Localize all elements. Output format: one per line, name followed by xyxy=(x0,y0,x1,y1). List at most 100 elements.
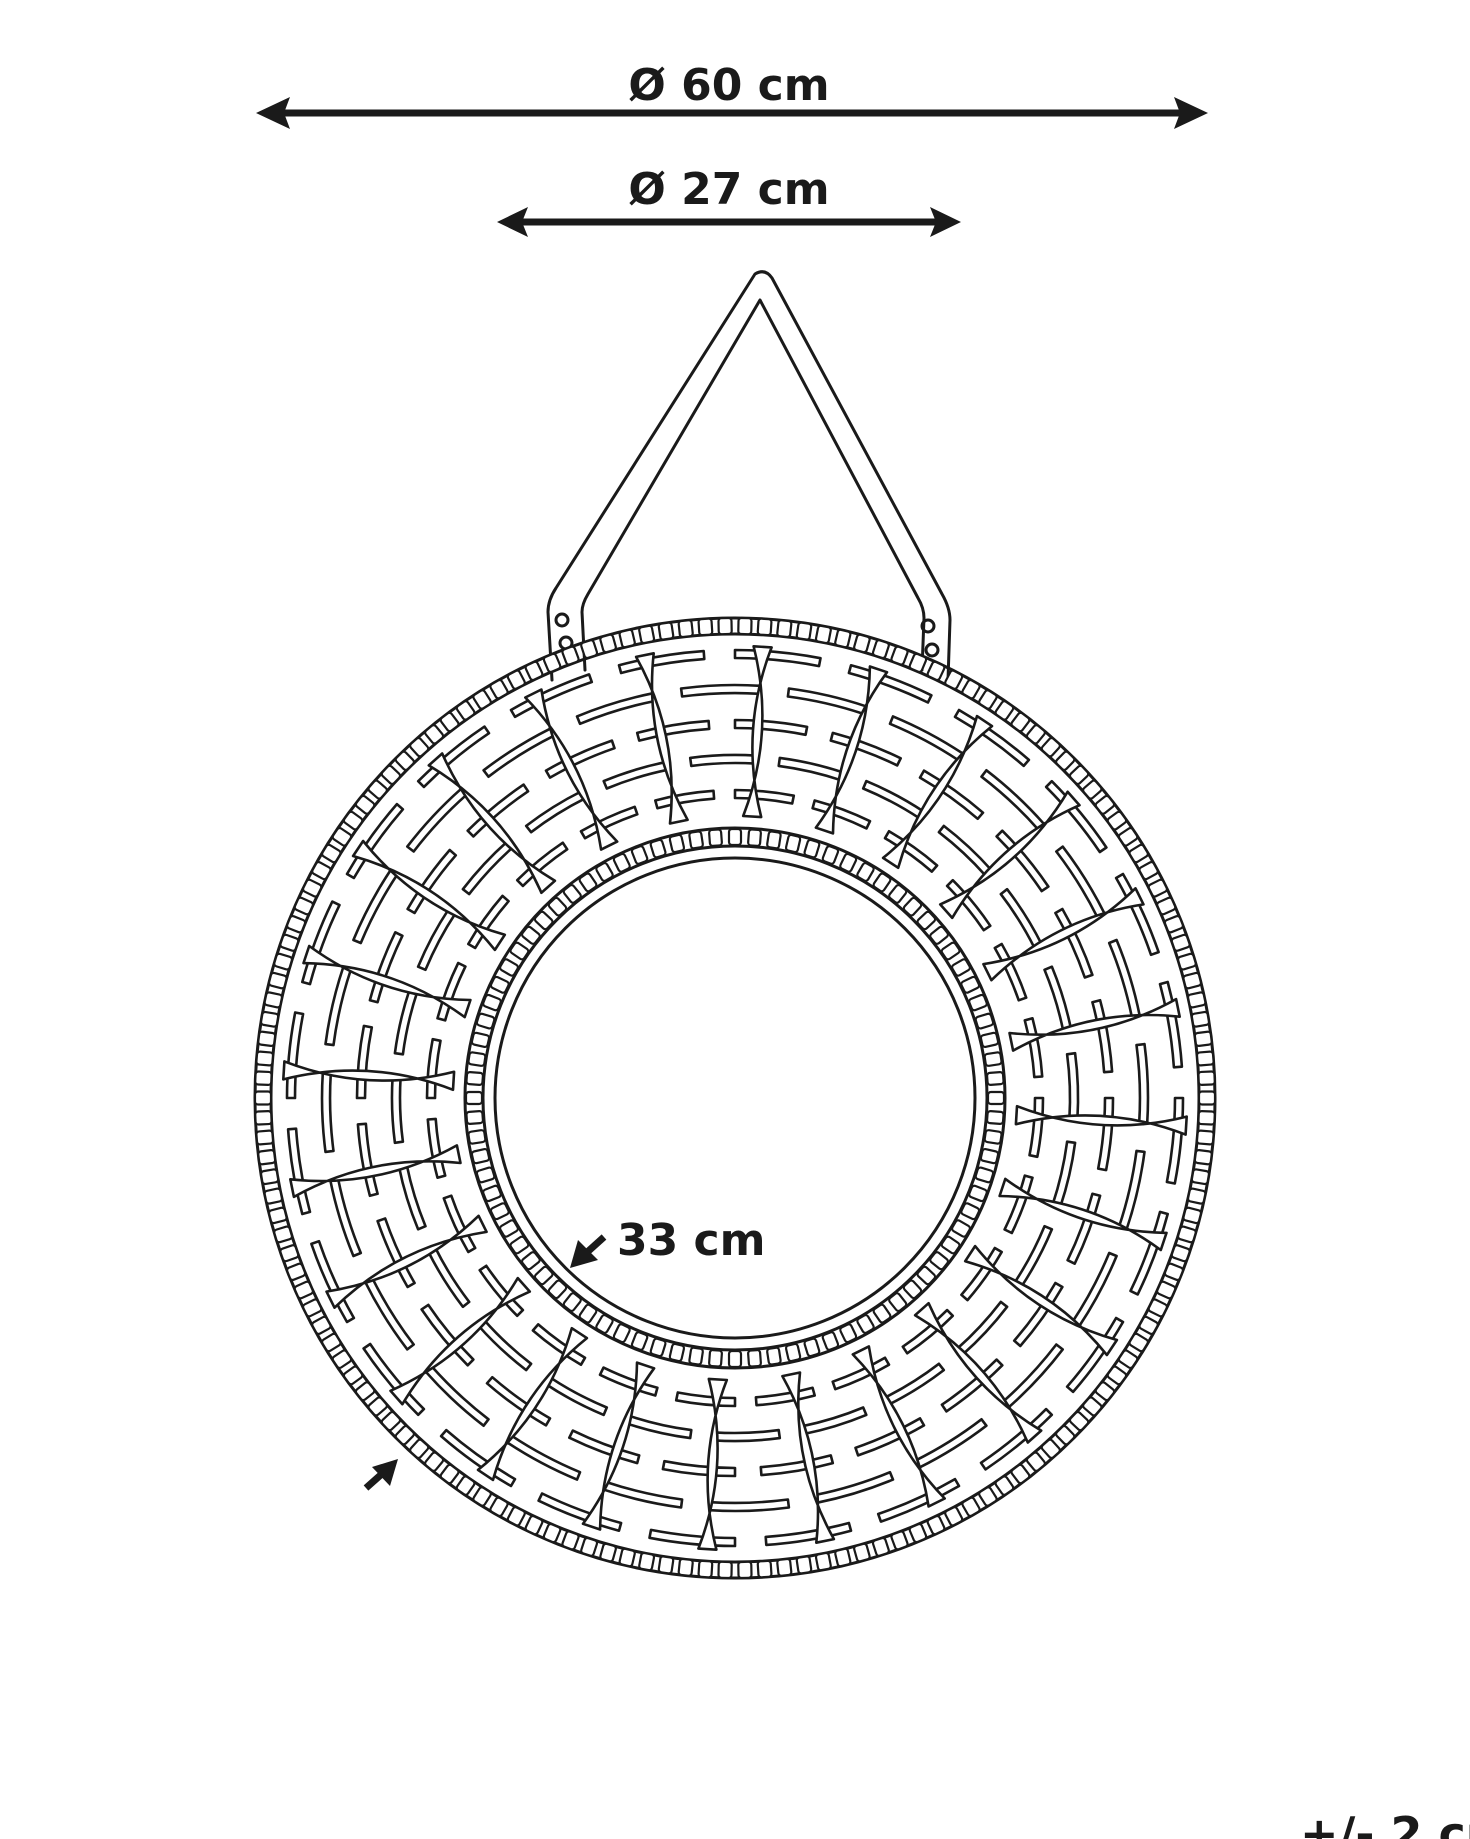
weave-arc-strand xyxy=(482,727,556,778)
outer-rim-bead xyxy=(1197,1090,1217,1106)
ring-width-arrow-outer-head xyxy=(372,1459,398,1486)
weave-arc-strand xyxy=(800,1406,868,1436)
outer-rim-bead xyxy=(331,1349,353,1369)
weave-arc-strand xyxy=(1013,1224,1054,1289)
inner-rim-bead xyxy=(929,1251,949,1271)
weave-arc-strand xyxy=(602,760,670,790)
inner-rim-bead xyxy=(929,925,949,945)
inner-rim-bead xyxy=(688,830,704,850)
weave-arc-strand xyxy=(568,1429,641,1465)
outer-rim-bead xyxy=(293,1280,314,1300)
inner-diameter-arrow-right xyxy=(930,207,961,237)
weave-arc-strand xyxy=(1096,1096,1115,1172)
weave-arc-strand xyxy=(999,887,1044,950)
weave-radial-strand xyxy=(913,1301,1043,1444)
weave-arc-strand xyxy=(733,718,809,737)
outer-rim-bead xyxy=(1182,1206,1203,1225)
weave-arc-strand xyxy=(708,1498,791,1513)
inner-rim-bead xyxy=(521,925,541,945)
inner-rim-bead xyxy=(856,862,875,882)
weave-arc-strand xyxy=(1065,1051,1080,1121)
outer-rim-bead xyxy=(618,628,636,649)
frame-outer-rim-inner-line xyxy=(269,632,1201,1564)
outer-rim-bead xyxy=(717,616,733,636)
outer-rim-bead xyxy=(257,1149,277,1166)
weave-arc-strand xyxy=(355,1024,374,1100)
outer-rim-bead xyxy=(561,1530,580,1551)
outer-rim-bead xyxy=(367,1396,388,1417)
weave-radial-strand xyxy=(881,714,994,870)
outer-rim-bead xyxy=(255,1050,275,1067)
weave-arc-strand xyxy=(390,1075,405,1145)
outer-rim-bead xyxy=(944,1506,964,1527)
weave-radial-strand xyxy=(302,944,472,1019)
outer-rim-bead xyxy=(1197,1109,1216,1126)
outer-rim-bead xyxy=(1147,878,1168,898)
inner-rim-bead xyxy=(470,1147,491,1165)
inner-rim-bead xyxy=(974,1012,995,1030)
inner-rim-bead xyxy=(784,833,802,854)
outer-rim-bead xyxy=(1147,1298,1168,1318)
outer-rim-bead xyxy=(599,633,617,654)
outer-rim-bead xyxy=(254,1070,273,1087)
inner-rim-bead xyxy=(766,1346,782,1366)
inner-rim-bead xyxy=(688,1346,704,1366)
outer-rim-bead xyxy=(926,660,946,682)
inner-rim-bead xyxy=(951,958,971,977)
outer-rim-bead xyxy=(1117,1349,1139,1369)
outer-rim-bead xyxy=(354,1381,376,1402)
outer-rim-bead xyxy=(263,1187,284,1205)
outer-rim-bead xyxy=(1170,1244,1191,1263)
outer-rim-bead xyxy=(1106,810,1128,831)
inner-rim-bead xyxy=(747,828,762,848)
weave-arc-strand xyxy=(980,769,1046,831)
inner-rim-bead xyxy=(470,1031,491,1049)
weave-arc-strand xyxy=(1066,1192,1102,1265)
weave-arc-strand xyxy=(786,687,868,716)
inner-rim-bead xyxy=(467,1129,487,1145)
weave-arc-strand xyxy=(937,824,994,878)
inner-rim-bead xyxy=(465,1110,485,1125)
outer-rim-bead xyxy=(542,652,562,673)
outer-rim-bead xyxy=(717,1560,733,1580)
outer-rim-bead xyxy=(380,764,402,785)
inner-rim-bead xyxy=(968,1184,988,1203)
weave-arc-strand xyxy=(1107,938,1141,1019)
outer-rim-bead xyxy=(1195,1050,1215,1067)
weave-arc-strand xyxy=(524,789,587,834)
inner-rim-bead xyxy=(888,1292,908,1312)
outer-rim-bead xyxy=(273,952,293,971)
outer-rim-bead xyxy=(257,1030,277,1047)
frame-inner-bead-border xyxy=(464,827,1006,1369)
weave-arc-strand xyxy=(426,1117,447,1179)
outer-rim-bead xyxy=(677,619,694,639)
outer-rim-bead xyxy=(409,1438,430,1459)
inner-rim-bead xyxy=(467,1051,487,1067)
weave-radial-strand xyxy=(389,1276,532,1406)
outer-rim-bead xyxy=(439,1463,460,1485)
weave-radial-strand xyxy=(851,1345,946,1508)
outer-rim-bead xyxy=(472,1486,492,1507)
outer-rim-bead xyxy=(253,1090,273,1106)
inner-rim-bead xyxy=(509,941,530,961)
outer-rim-bead xyxy=(908,652,928,673)
weave-radial-strand xyxy=(998,1177,1168,1252)
outer-rim-bead xyxy=(871,1536,890,1557)
weave-arc-strand xyxy=(352,868,399,945)
outer-rim-bead xyxy=(279,933,300,952)
hanging-strap xyxy=(546,270,952,682)
strap-rivet-right-top xyxy=(920,618,936,634)
inner-rim-bead xyxy=(499,1219,519,1238)
weave-radial-strand xyxy=(634,652,689,825)
outer-rim-bead xyxy=(489,1496,509,1517)
weave-radial-strand xyxy=(325,1214,488,1309)
inner-rim-bead xyxy=(547,896,568,917)
inner-rim-bead xyxy=(968,993,988,1012)
outer-rim-bead xyxy=(267,971,288,990)
outer-rim-bead xyxy=(342,1365,364,1386)
outer-rim-bead xyxy=(561,645,580,666)
weave-arc-strand xyxy=(679,683,762,698)
weave-arc-strand xyxy=(648,1528,737,1548)
outer-rim-bead xyxy=(394,750,415,771)
inner-rim-bead xyxy=(509,1235,530,1255)
